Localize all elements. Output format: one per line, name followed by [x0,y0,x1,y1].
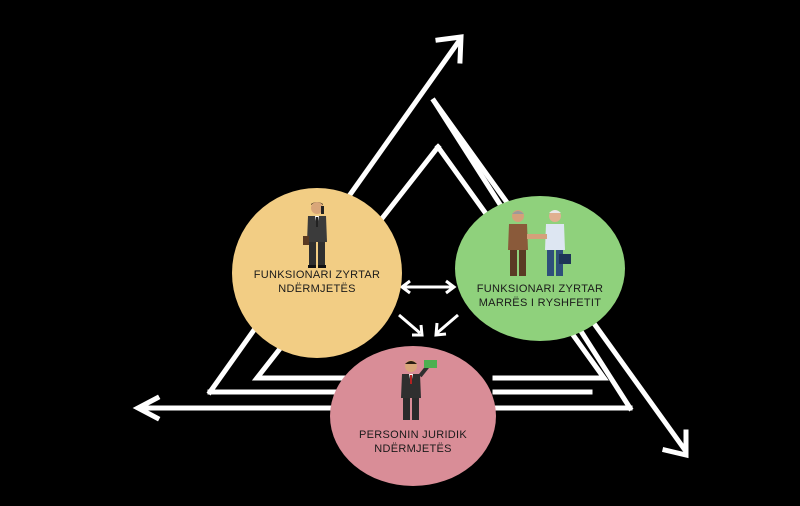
node-line1: PERSONIN JURIDIK [358,429,468,441]
node-label-receiving-official: FUNKSIONARI ZYRTAR MARRËS I RYSHFETIT [455,282,625,310]
node-line2: MARRËS I RYSHFETIT [478,297,602,309]
node-line2: NDËRMJETËS [374,443,452,455]
handshake-icon [508,210,571,276]
node-intermediary-official: FUNKSIONARI ZYRTAR NDËRMJETËS [232,188,402,358]
node-label-legal-person: PERSONIN JURIDIK NDËRMJETËS [330,428,496,456]
businessman-money-icon [401,360,437,420]
node-label-intermediary-official: FUNKSIONARI ZYRTAR NDËRMJETËS [232,268,402,296]
node-legal-person: PERSONIN JURIDIK NDËRMJETËS [330,346,496,486]
node-line1: FUNKSIONARI ZYRTAR [253,269,381,281]
outer-arrow-down-head [661,429,689,459]
double-arrow [399,279,457,295]
node-line2: NDËRMJETËS [278,283,356,295]
node-receiving-official: FUNKSIONARI ZYRTAR MARRËS I RYSHFETIT [455,196,625,341]
base-arrow-left-head [132,394,161,422]
outer-arrow-up-head [435,34,464,64]
converge-arrows [398,313,459,337]
node-line1: FUNKSIONARI ZYRTAR [476,283,604,295]
businessman-phone-icon [303,202,327,268]
